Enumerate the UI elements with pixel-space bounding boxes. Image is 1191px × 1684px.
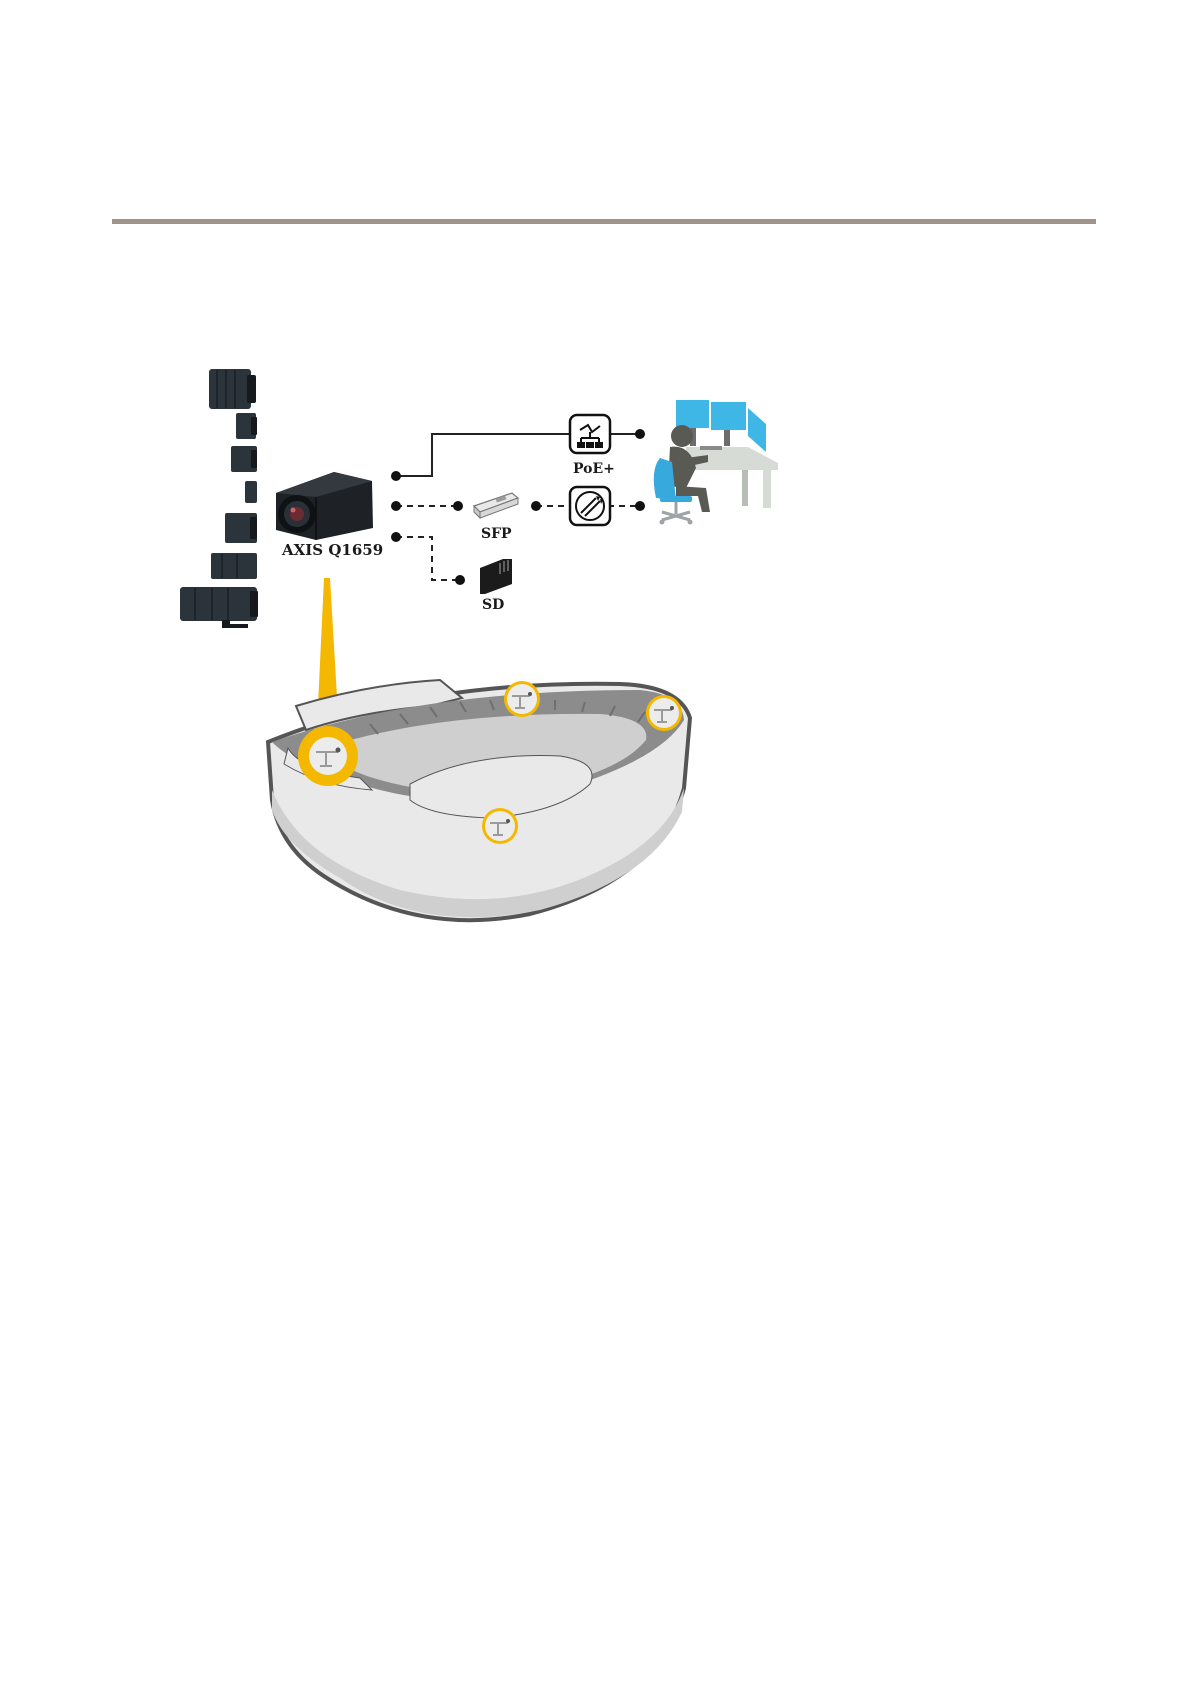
camera-icon — [276, 472, 373, 540]
lens-5 — [225, 513, 257, 543]
lens-1 — [209, 369, 256, 409]
lens-7 — [180, 587, 258, 628]
fiber-converter-icon — [570, 487, 610, 525]
sd-label: SD — [482, 597, 504, 613]
sfp-label: SFP — [481, 526, 512, 542]
poe-label: PoE+ — [573, 461, 615, 477]
lens-4 — [245, 481, 257, 503]
mounted-camera-icon — [482, 808, 518, 844]
stadium-icon — [268, 680, 690, 920]
network-switch-icon — [570, 415, 610, 453]
sfp-module-icon — [474, 493, 518, 518]
mounted-camera-main — [298, 726, 358, 786]
camera-label: AXIS Q1659 — [281, 541, 383, 559]
mounted-camera-icon — [646, 695, 682, 731]
lens-6 — [211, 553, 257, 579]
lens-icon — [180, 369, 258, 628]
lens-3 — [231, 446, 257, 472]
mounted-camera-icon — [504, 681, 540, 717]
lens-2 — [236, 413, 257, 439]
operator-workstation-icon — [654, 400, 778, 525]
sd-card-icon — [480, 559, 512, 594]
